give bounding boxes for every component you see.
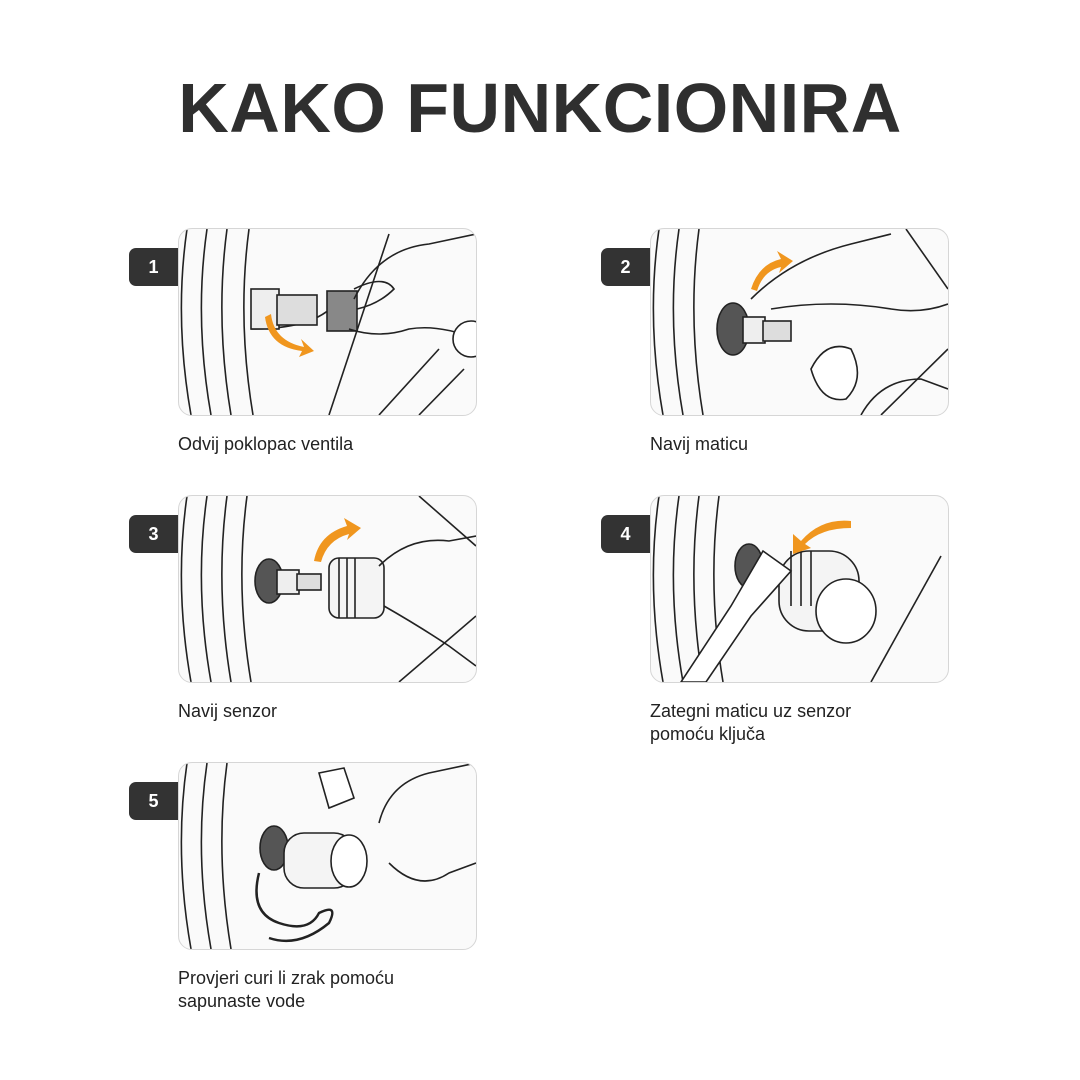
valve-cap-illustration (180, 229, 476, 415)
rotation-arrow (793, 520, 851, 554)
page-title: KAKO FUNKCIONIRA (178, 69, 902, 147)
step-illustration (650, 228, 949, 416)
step-number-badge: 2 (601, 248, 650, 286)
rotation-arrow (751, 251, 793, 291)
sensor-illustration (180, 496, 476, 682)
step-illustration (178, 762, 477, 950)
step-caption: Provjeri curi li zrak pomoću sapunaste v… (178, 968, 395, 1011)
rotation-arrow (265, 314, 314, 357)
step-number-badge: 3 (129, 515, 178, 553)
step-illustration (650, 495, 949, 683)
wrench-illustration (652, 496, 942, 682)
nut-illustration (652, 229, 948, 415)
step-number-badge: 5 (129, 782, 178, 820)
soapy-water-illustration (180, 763, 476, 949)
step-number-badge: 4 (601, 515, 650, 553)
rotation-arrow (314, 518, 361, 562)
step-illustration (178, 495, 477, 683)
step-illustration (178, 228, 477, 416)
step-caption: Navij maticu (650, 434, 749, 454)
step-caption: Zategni maticu uz senzor pomoću ključa (650, 701, 852, 744)
step-caption: Navij senzor (178, 701, 278, 721)
step-number-badge: 1 (129, 248, 178, 286)
step-caption: Odvij poklopac ventila (178, 434, 354, 454)
